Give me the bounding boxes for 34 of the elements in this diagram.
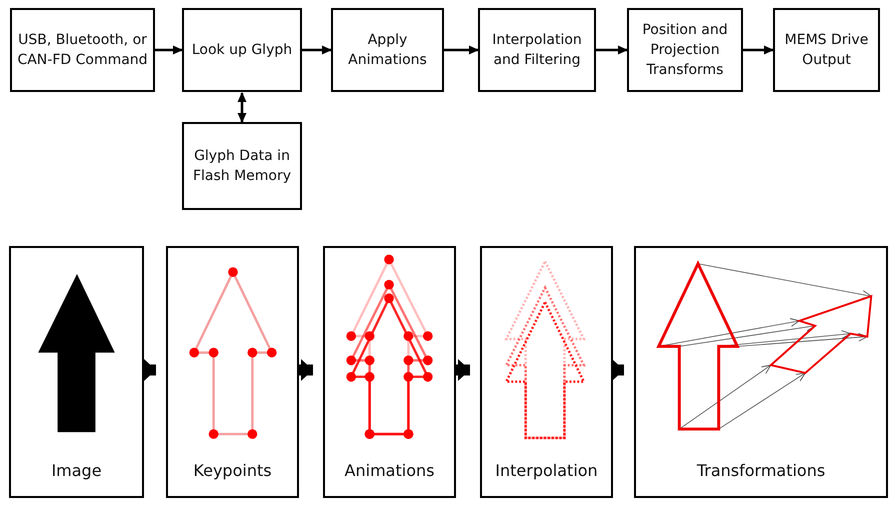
arrow — [596, 46, 628, 54]
stage-panel — [323, 246, 456, 498]
stage-panel — [480, 246, 613, 498]
panel-label: Keypoints — [193, 460, 272, 482]
process-box — [627, 8, 743, 92]
box-label: Position and Projection Transforms — [641, 20, 729, 80]
arrow — [456, 359, 470, 381]
arrow — [612, 359, 624, 381]
box-label: Glyph Data in Flash Memory — [192, 146, 292, 186]
process-box — [331, 8, 444, 92]
arrow — [299, 359, 313, 381]
arrow — [302, 46, 332, 54]
process-box — [182, 8, 302, 92]
panel-label: Image — [51, 460, 102, 482]
panel-label: Animations — [344, 460, 434, 482]
process-box — [182, 122, 302, 210]
arrow — [155, 46, 183, 54]
process-box — [773, 8, 880, 92]
arrow — [743, 46, 774, 54]
arrow — [238, 92, 246, 123]
arrow — [144, 359, 156, 381]
process-box — [478, 8, 596, 92]
stage-panel — [9, 246, 144, 498]
arrow — [444, 46, 479, 54]
box-label: USB, Bluetooth, or CAN-FD Command — [16, 30, 149, 70]
process-box — [10, 8, 155, 92]
stage-panel — [634, 246, 888, 498]
panel-label: Transformations — [696, 460, 826, 482]
stage-panel — [166, 246, 299, 498]
panel-label: Interpolation — [495, 460, 598, 482]
box-label: MEMS Drive Output — [784, 30, 870, 70]
box-label: Apply Animations — [347, 30, 428, 70]
box-label: Look up Glyph — [192, 40, 292, 60]
box-label: Interpolation and Filtering — [491, 30, 583, 70]
